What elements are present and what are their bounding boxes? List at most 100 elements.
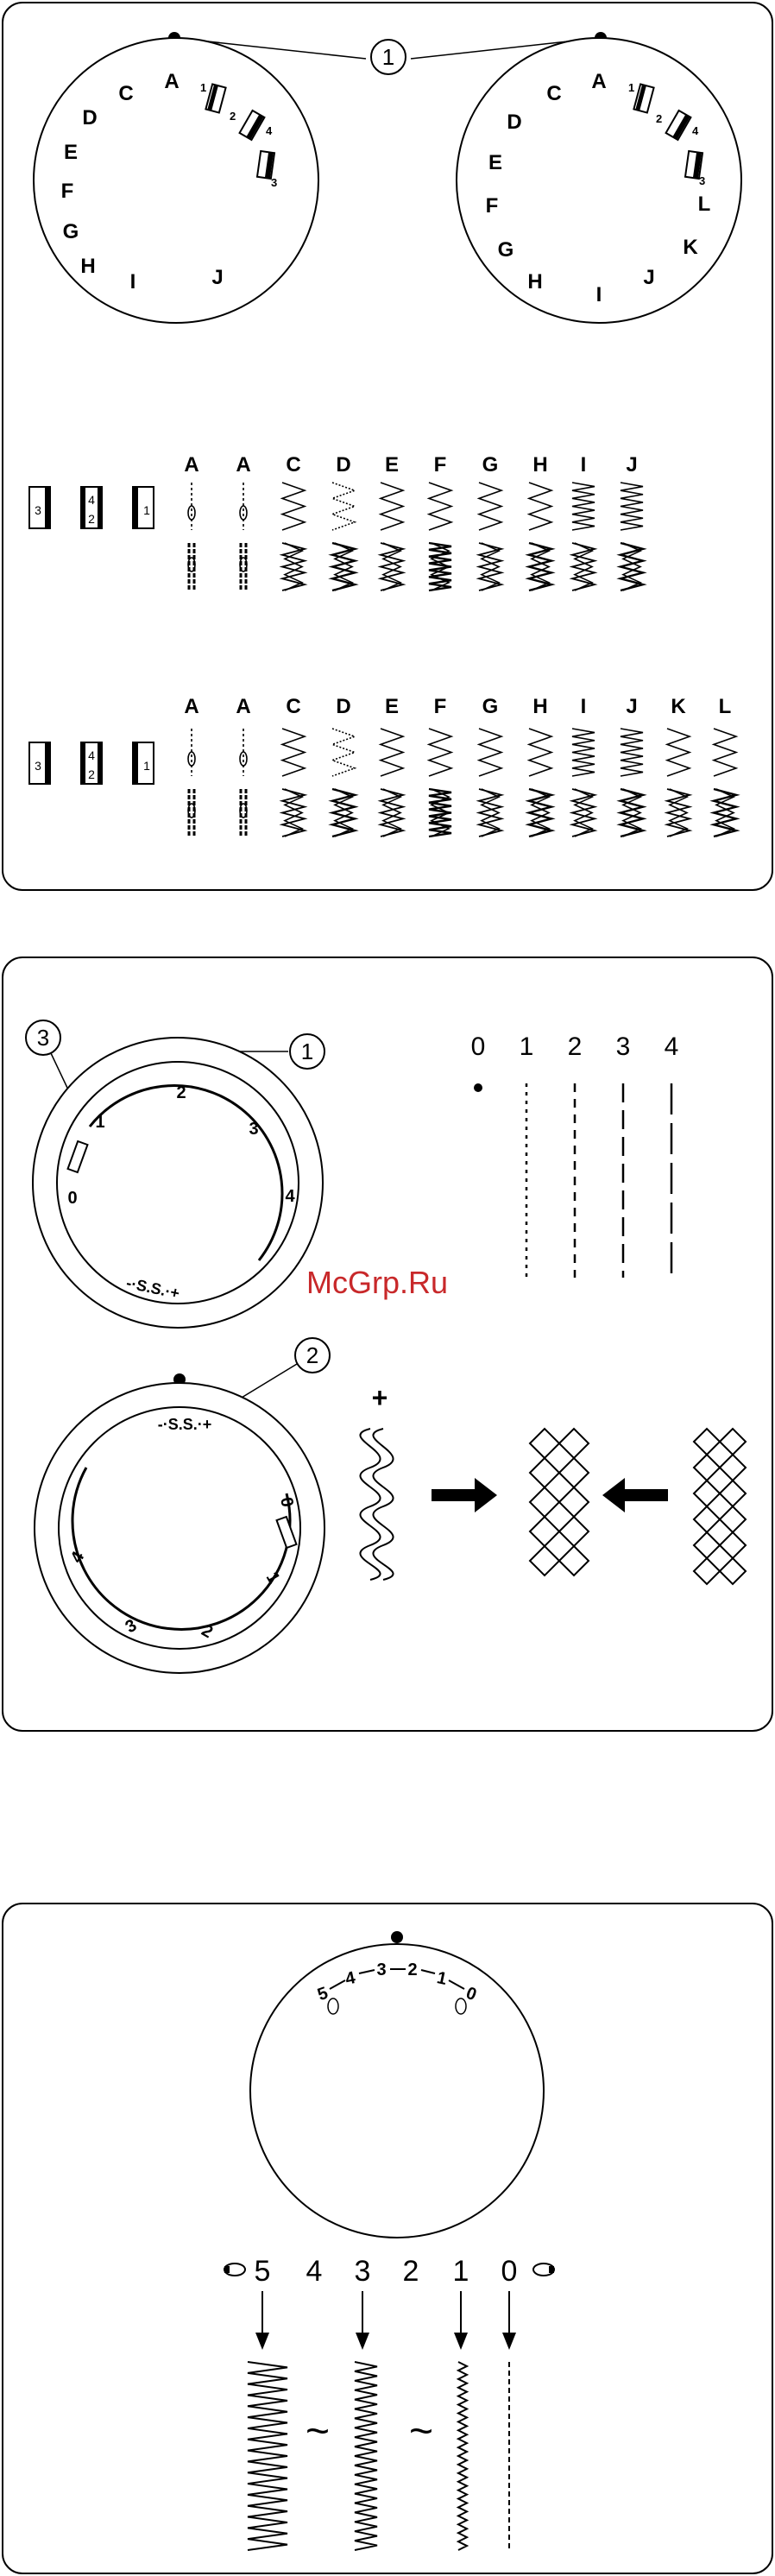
callout-number-2: 2 [306, 1342, 318, 1368]
lattice-cell [720, 1532, 746, 1558]
zigzag-width-3 [355, 2362, 377, 2550]
stitch-sample [381, 729, 403, 837]
dial-letter: F [61, 180, 74, 203]
lattice-cell [530, 1487, 559, 1517]
stitch-width-dial [250, 1944, 544, 2238]
stitch-sample [429, 483, 451, 590]
dial-number: 0 [67, 1189, 77, 1208]
stitch-sample [572, 729, 595, 837]
position-label: 3 [35, 759, 41, 773]
dial-letter: E [64, 141, 78, 164]
position-label: 3 [35, 503, 41, 517]
stitch-sample [572, 483, 595, 590]
dial-letter: G [63, 220, 79, 243]
stitch-column-header: E [385, 695, 399, 718]
stitch-sample [282, 729, 305, 837]
stitch-sample [188, 483, 195, 590]
stitch-column-header: J [626, 695, 637, 718]
stitch-sample [714, 729, 736, 837]
stitch-selector-panel: 1 A C D E F G H I J 1 2 4 3 A C D E F G … [2, 2, 773, 891]
lattice-cell [559, 1458, 589, 1487]
width-number: 0 [501, 2255, 518, 2288]
stitch-sample [621, 483, 643, 590]
zigzag-width-5 [248, 2362, 287, 2550]
dial-letter: H [527, 270, 542, 294]
stitch-width-panel: 5 4 3 2 1 0 5 4 3 2 1 0 ~ ~ [2, 1903, 773, 2574]
stitch-sample [188, 729, 195, 837]
lattice-cell [559, 1546, 589, 1575]
super-stretch-label: -·S.S.·+ [158, 1416, 212, 1433]
dial-number: 4 [285, 1187, 295, 1206]
length-number: 4 [665, 1032, 679, 1061]
dial-letter: C [546, 82, 561, 105]
lattice-cell [694, 1429, 720, 1455]
stitch-column-header: C [286, 695, 300, 718]
stitch-length-panel: 1 3 0 1 2 3 4 -·S.S.·+ 0 1 2 3 4 2 0 1 2… [2, 957, 773, 1732]
position-label: 4 [88, 493, 95, 507]
stitch-column-header: F [434, 695, 447, 718]
callout-number-3: 3 [37, 1025, 49, 1051]
stitch-sample [429, 729, 451, 837]
lattice-cell [694, 1481, 720, 1506]
dial-letter: J [643, 266, 654, 289]
arrow-right-icon [432, 1478, 497, 1512]
lattice-cell [720, 1481, 746, 1506]
dial-letter: H [80, 255, 95, 278]
stitch-column-header: A [236, 695, 250, 718]
dial-letter: E [488, 151, 502, 174]
lattice-cell [530, 1517, 559, 1546]
down-arrow-icon [502, 2333, 516, 2350]
stitch-column-header: J [626, 453, 637, 477]
width-zigzag-samples [248, 2362, 509, 2550]
lattice-cell [694, 1558, 720, 1584]
width-number: 4 [306, 2255, 323, 2288]
dial-letter: L [698, 193, 711, 216]
lattice-cell [720, 1429, 746, 1455]
position-label: 1 [143, 503, 150, 517]
down-arrow-icon [356, 2333, 369, 2350]
width-arrows [255, 2291, 516, 2350]
position-label: 2 [88, 512, 95, 526]
stitch-column-header: C [286, 453, 300, 477]
dial-letter: I [130, 270, 136, 294]
lattice-cell [720, 1558, 746, 1584]
length-number: 3 [616, 1032, 631, 1061]
stitch-sample [621, 729, 643, 837]
stitch-sample [667, 729, 690, 837]
lattice-cell [530, 1546, 559, 1575]
stitch-column-header: D [336, 453, 350, 477]
lattice-cell [694, 1532, 720, 1558]
position-boxes-row2: 3 4 2 1 [29, 742, 154, 784]
dial-mark: 3 [271, 176, 277, 189]
lattice-cell [694, 1455, 720, 1481]
width-number: 5 [255, 2255, 271, 2288]
stitch-column-header: A [184, 453, 198, 477]
position-label: 4 [88, 748, 95, 762]
stitch-column-header: K [671, 695, 686, 718]
dial-letter: A [591, 70, 606, 93]
dial-number: 2 [407, 1960, 417, 1979]
stitch-column-header: G [482, 453, 499, 477]
dial-letter: F [486, 194, 499, 218]
length-number: 0 [471, 1032, 486, 1061]
stitch-patterns-row1 [188, 483, 643, 590]
stitch-column-header: H [532, 695, 547, 718]
stitch-sample [529, 483, 551, 590]
stitch-sample [479, 483, 501, 590]
dial-number: 1 [95, 1113, 104, 1132]
width-number: 2 [403, 2255, 419, 2288]
lattice-cell [720, 1506, 746, 1532]
length-number: 2 [568, 1032, 583, 1061]
stitch-patterns-row2 [188, 729, 736, 837]
tilde-sign: ~ [306, 2409, 330, 2454]
pointer-dot [391, 1931, 403, 1943]
stitch-column-header: G [482, 695, 499, 718]
dial-number: 3 [376, 1960, 386, 1979]
lattice-cell [559, 1517, 589, 1546]
lattice-cell [720, 1455, 746, 1481]
dial-letter: K [683, 236, 698, 259]
stitch-column-header: I [581, 453, 587, 477]
stitch-sample [332, 729, 355, 837]
lattice-cell [694, 1506, 720, 1532]
plus-sign: + [372, 1382, 388, 1413]
